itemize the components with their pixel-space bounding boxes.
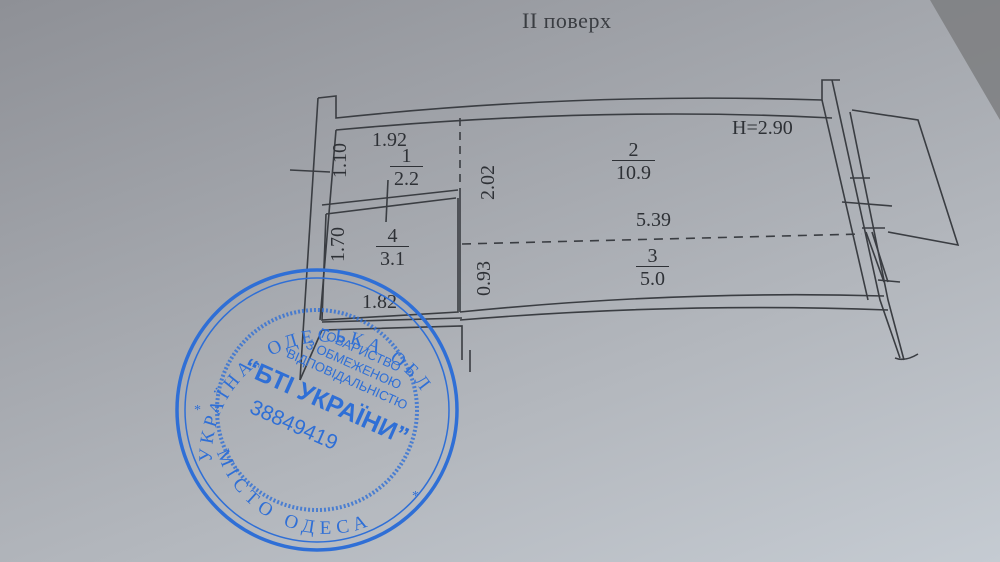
- company-stamp: УКРАЇНА, ОДЕСЬКА ОБЛ. МІСТО ОДЕСА ТОВАРИ…: [172, 262, 462, 557]
- room-4-area: 3.1: [376, 246, 409, 269]
- dim-room2-height: 2.02: [477, 165, 499, 200]
- svg-text:*: *: [412, 489, 419, 504]
- dim-room1-height: 1.10: [329, 143, 351, 178]
- floor-title: II поверх: [522, 8, 612, 33]
- room-3-number: 3: [647, 245, 658, 267]
- dim-room4-width: 1.82: [362, 291, 397, 313]
- room-3-label: 3 5.0: [636, 246, 669, 289]
- room-1-area: 2.2: [390, 166, 423, 189]
- dim-room3-height: 0.93: [473, 261, 495, 296]
- room-4-label: 4 3.1: [376, 226, 409, 269]
- top-wall-inner: [335, 113, 833, 131]
- dim-room1-width: 1.92: [372, 129, 407, 151]
- background-corner-shadow: [930, 0, 1000, 120]
- dim-room4-height: 1.70: [327, 227, 349, 262]
- left-wall-outer: [299, 97, 319, 381]
- dim-room23-width: 5.39: [636, 209, 671, 231]
- room-1-number: 1: [401, 145, 412, 167]
- ceiling-height: H=2.90: [732, 117, 793, 139]
- room-2-label: 2 10.9: [612, 140, 655, 183]
- room-2-area: 10.9: [612, 160, 655, 183]
- room-3-area: 5.0: [636, 266, 669, 289]
- room-1-label: 1 2.2: [390, 146, 423, 189]
- svg-text:*: *: [194, 403, 201, 418]
- room-4-number: 4: [387, 225, 398, 247]
- top-wall: [317, 79, 840, 119]
- room-2-number: 2: [628, 139, 639, 161]
